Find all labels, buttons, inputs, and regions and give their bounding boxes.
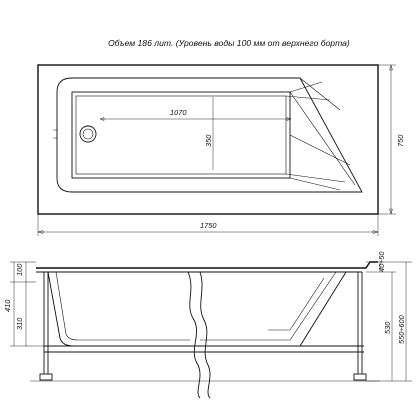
break-line-left	[187, 271, 201, 399]
backrest-detail	[268, 277, 325, 331]
total-height-label: 410	[3, 299, 12, 312]
tub-inner-rim	[56, 77, 363, 193]
dim-arrows-inner-length	[99, 117, 292, 121]
inner-width-label: 350	[204, 134, 213, 147]
side-top-rim	[36, 261, 378, 269]
dim-arrows-overall-width	[389, 64, 393, 215]
rim-height-label: 100	[15, 263, 24, 276]
break-line-right	[199, 271, 211, 399]
volume-caption: Объем 186 лит. (Уровень воды 100 мм от в…	[108, 38, 350, 48]
tub-basin	[71, 91, 291, 179]
overall-length-label: 1750	[200, 221, 217, 230]
inner-length-label: 1070	[170, 108, 187, 117]
tub-basin-inner	[75, 95, 287, 175]
foot-left	[39, 373, 53, 381]
drain-outer	[79, 125, 97, 143]
top-view: 1070 350 1750 750	[37, 64, 405, 236]
side-tub-inner-left	[55, 271, 190, 341]
drain-inner	[82, 128, 94, 140]
side-view: 100 410 310 40÷50 530 550÷600	[3, 251, 412, 399]
side-tub-profile-right	[200, 271, 347, 347]
side-tub-inner-right	[200, 271, 337, 341]
adjustable-height-label: 550÷600	[397, 314, 406, 344]
inner-depth-label: 310	[15, 317, 24, 330]
dim-arrows-overall-length	[37, 230, 379, 234]
rim-top-range-label: 40÷50	[377, 251, 386, 272]
tub-outer-rim	[37, 64, 379, 215]
side-tub-profile-left	[47, 271, 190, 347]
backrest-slope	[285, 77, 356, 191]
leg-height-label: 530	[383, 321, 392, 334]
overflow-mark	[53, 129, 58, 139]
foot-right	[353, 373, 367, 381]
overall-width-label: 750	[396, 134, 405, 147]
